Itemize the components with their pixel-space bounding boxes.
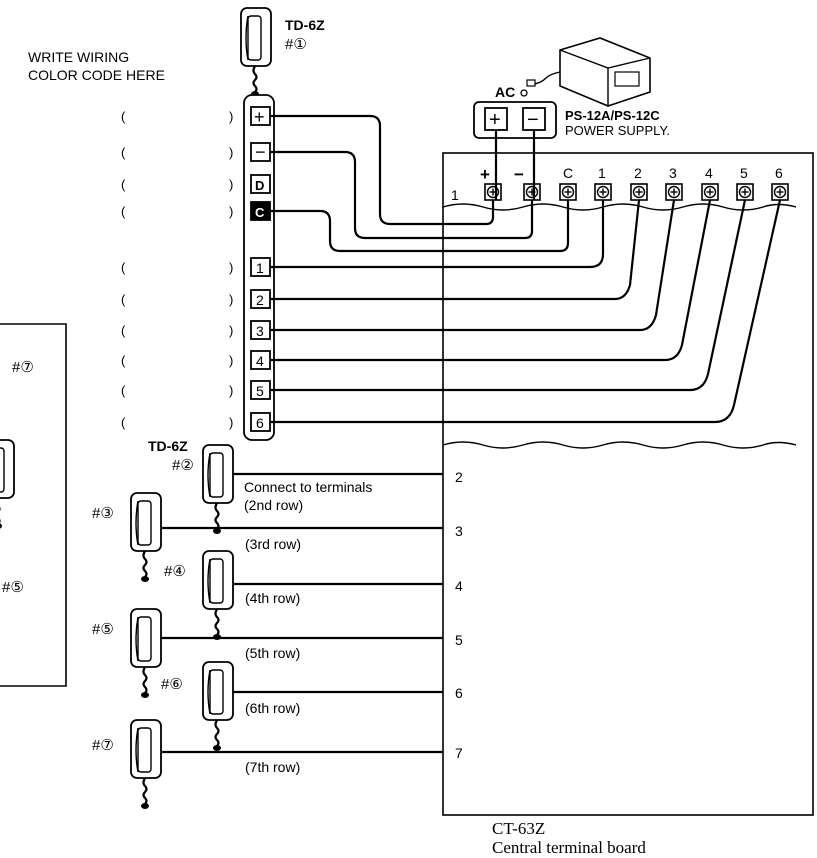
handset-6-number: #⑥ [161, 676, 183, 693]
top-handset-number: #① [285, 36, 307, 53]
handset-6 [201, 660, 443, 753]
board-top-terminal-labels: + − C 1 2 3 4 5 6 [480, 165, 783, 184]
left-panel-handset-icon [0, 439, 15, 529]
board-row-number: 7 [455, 745, 463, 761]
board-row-number: 2 [455, 469, 463, 485]
svg-text:(: ( [121, 260, 126, 275]
svg-text:(: ( [121, 323, 126, 338]
ac-label: AC [495, 84, 515, 100]
svg-text:(: ( [121, 415, 126, 430]
handset-2-model: TD-6Z [148, 438, 188, 454]
board-top-label: 5 [740, 165, 748, 181]
connector-terminal-label: C [255, 205, 265, 220]
handset-2 [201, 443, 443, 536]
connector-terminal-label: 6 [256, 415, 264, 431]
connector-terminal-label: 2 [256, 292, 264, 308]
connector-terminal-label: 5 [256, 383, 264, 399]
handset-7-label: (7th row) [245, 759, 300, 775]
board-top-label: − [514, 165, 524, 184]
connector-terminal-label: 3 [256, 323, 264, 339]
svg-text:(: ( [121, 292, 126, 307]
handset-2-label1: Connect to terminals [244, 479, 372, 495]
handset-7 [129, 718, 443, 811]
ac-plug-icon [520, 89, 528, 97]
board-row-number: 4 [455, 578, 463, 594]
ps-plus-terminal: + [489, 109, 501, 131]
color-code-brackets: () () () () () () () () () () [121, 109, 233, 430]
central-terminal-board [442, 152, 814, 816]
ps-minus-terminal: − [527, 109, 539, 131]
svg-text:): ) [229, 177, 233, 192]
handset-3-number: #③ [92, 505, 114, 522]
svg-text:(: ( [121, 204, 126, 219]
board-top-label: 6 [775, 165, 783, 181]
write-wiring-note-line1: WRITE WIRING [28, 49, 129, 65]
board-row-number: 3 [455, 523, 463, 539]
handset-5-number: #⑤ [92, 621, 114, 638]
power-supply-desc: POWER SUPPLY. [565, 123, 670, 138]
handset-6-label: (6th row) [245, 700, 300, 716]
svg-text:): ) [229, 353, 233, 368]
svg-text:(: ( [121, 353, 126, 368]
handset-7-number: #⑦ [92, 737, 114, 754]
handset-5 [129, 607, 443, 700]
board-top-label: C [563, 165, 573, 181]
left-panel-number-top: #⑦ [12, 359, 34, 376]
handset-2-label2: (2nd row) [244, 497, 303, 513]
board-top-label: 1 [598, 165, 606, 181]
board-top-label: + [480, 165, 490, 184]
board-top-label: 4 [705, 165, 713, 181]
board-model: CT-63Z [492, 819, 545, 838]
svg-text:): ) [229, 260, 233, 275]
svg-text:): ) [229, 323, 233, 338]
board-row-number: 6 [455, 685, 463, 701]
svg-text:(: ( [121, 109, 126, 124]
connector-terminal-label: 1 [256, 260, 264, 276]
top-handset-icon [239, 6, 273, 99]
handset-5-label: (5th row) [245, 645, 300, 661]
board-break-bottom [442, 441, 797, 449]
connector-terminal-label: + [254, 107, 265, 127]
power-supply-name: PS-12A/PS-12C [565, 108, 660, 123]
svg-text:): ) [229, 383, 233, 398]
connector-terminals: + − D C 1 2 3 4 5 6 [250, 106, 271, 432]
board-top-label: 2 [634, 165, 642, 181]
connector-terminal-label: − [255, 142, 266, 162]
connector-wires [270, 114, 782, 424]
handset-4-label: (4th row) [245, 590, 300, 606]
connector-terminal-label: D [255, 178, 264, 193]
write-wiring-note-line2: COLOR CODE HERE [28, 67, 165, 83]
svg-text:): ) [229, 292, 233, 307]
top-handset-model: TD-6Z [285, 17, 325, 33]
left-panel-frame [0, 323, 67, 687]
left-panel-number-bottom: #⑤ [2, 579, 24, 596]
power-supply-device-icon [526, 37, 651, 107]
board-screw-terminals [484, 183, 789, 201]
board-row-number: 5 [455, 632, 463, 648]
handset-3-label: (3rd row) [245, 536, 301, 552]
svg-text:(: ( [121, 145, 126, 160]
handset-4 [201, 549, 443, 642]
handset-2-number: #② [172, 457, 194, 474]
svg-text:): ) [229, 145, 233, 160]
svg-text:(: ( [121, 383, 126, 398]
svg-text:(: ( [121, 177, 126, 192]
board-top-label: 3 [669, 165, 677, 181]
handset-4-number: #④ [164, 563, 186, 580]
board-desc: Central terminal board [492, 838, 646, 857]
svg-text:): ) [229, 415, 233, 430]
board-row-number: 1 [451, 187, 459, 203]
svg-text:): ) [229, 109, 233, 124]
svg-text:): ) [229, 204, 233, 219]
connector-terminal-label: 4 [256, 353, 264, 369]
handset-3 [129, 491, 443, 584]
